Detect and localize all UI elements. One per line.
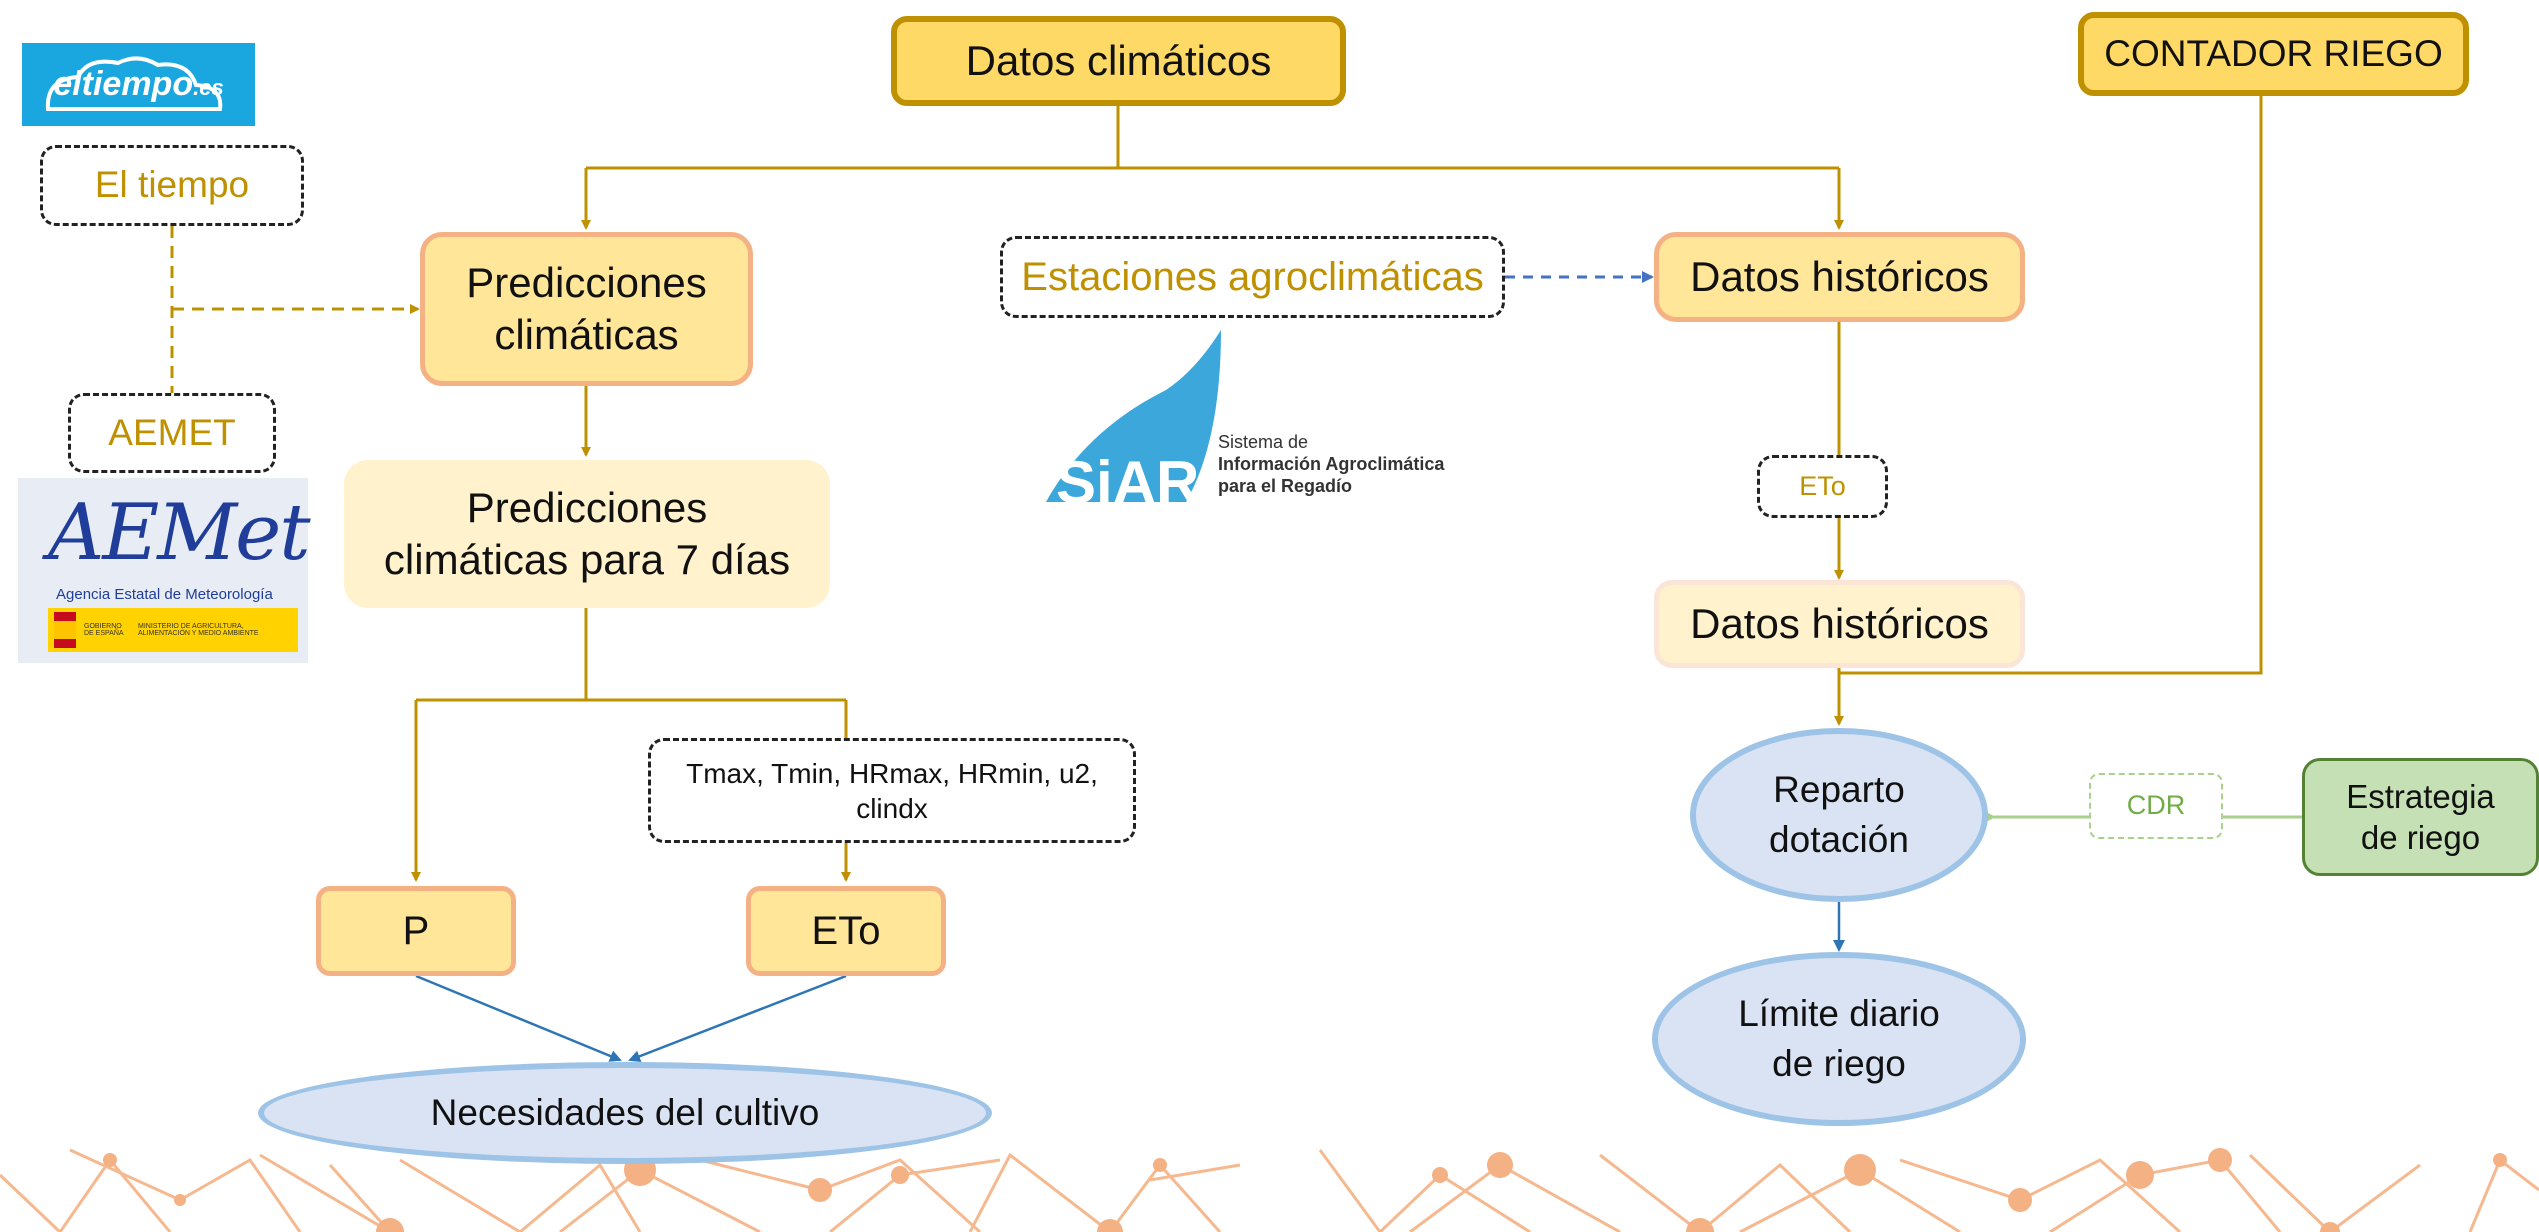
siar-logo-line3: para el Regadío xyxy=(1218,476,1353,496)
water-drop-icon xyxy=(1046,330,1221,502)
node-cdr: CDR xyxy=(2089,773,2223,839)
node-reparto-dotacion: Reparto dotación xyxy=(1690,728,1988,902)
aemet-logo-subtitle: Agencia Estatal de Meteorología xyxy=(56,586,273,603)
siar-logo: SiAR Sistema de Información Agroclimátic… xyxy=(1046,330,1446,502)
node-predicciones-7-dias: Predicciones climáticas para 7 días xyxy=(344,460,830,608)
node-limite-diario-de-riego: Límite diario de riego xyxy=(1652,952,2026,1126)
connector-p-to-necesidades xyxy=(415,974,622,1062)
node-aemet: AEMET xyxy=(68,393,276,473)
node-eto: ETo xyxy=(746,886,946,976)
node-eto-label: ETo xyxy=(1757,455,1888,518)
siar-logo-word: SiAR xyxy=(1056,449,1200,502)
aemet-logo-word: AEMet xyxy=(48,488,311,578)
eltiempo-logo: eltiempo.es xyxy=(22,43,255,126)
spain-flag-icon xyxy=(54,612,76,648)
node-estrategia-de-riego: Estrategia de riego xyxy=(2302,758,2539,876)
node-p: P xyxy=(316,886,516,976)
node-datos-historicos-2: Datos históricos xyxy=(1654,580,2025,668)
siar-logo-line1: Sistema de xyxy=(1218,432,1309,452)
eltiempo-logo-name: eltiempo xyxy=(53,65,194,103)
aemet-logo-gov: GOBIERNO DE ESPAÑA xyxy=(84,623,124,637)
eltiempo-logo-suffix: .es xyxy=(193,75,224,100)
siar-logo-line2: Información Agroclimática xyxy=(1218,454,1445,474)
connector-contador xyxy=(1839,96,2263,675)
network-decoration xyxy=(0,1148,2539,1232)
node-datos-historicos-1: Datos históricos xyxy=(1654,232,2025,322)
node-el-tiempo: El tiempo xyxy=(40,145,304,226)
node-necesidades-del-cultivo: Necesidades del cultivo xyxy=(258,1062,992,1164)
node-datos-climaticos: Datos climáticos xyxy=(891,16,1346,106)
aemet-logo-ministry: MINISTERIO DE AGRICULTURA, ALIMENTACIÓN … xyxy=(138,623,259,637)
node-variables: Tmax, Tmin, HRmax, HRmin, u2, clindx xyxy=(648,738,1136,843)
connector-eto-to-necesidades xyxy=(628,974,847,1062)
cloud-icon xyxy=(45,56,223,111)
network-nodes xyxy=(103,1148,2507,1232)
aemet-logo: AEMet Agencia Estatal de Meteorología GO… xyxy=(18,478,311,663)
node-contador-riego: CONTADOR RIEGO xyxy=(2078,12,2469,96)
node-estaciones-agroclimaticas: Estaciones agroclimáticas xyxy=(1000,236,1505,318)
node-predicciones-climaticas: Predicciones climáticas xyxy=(420,232,753,386)
